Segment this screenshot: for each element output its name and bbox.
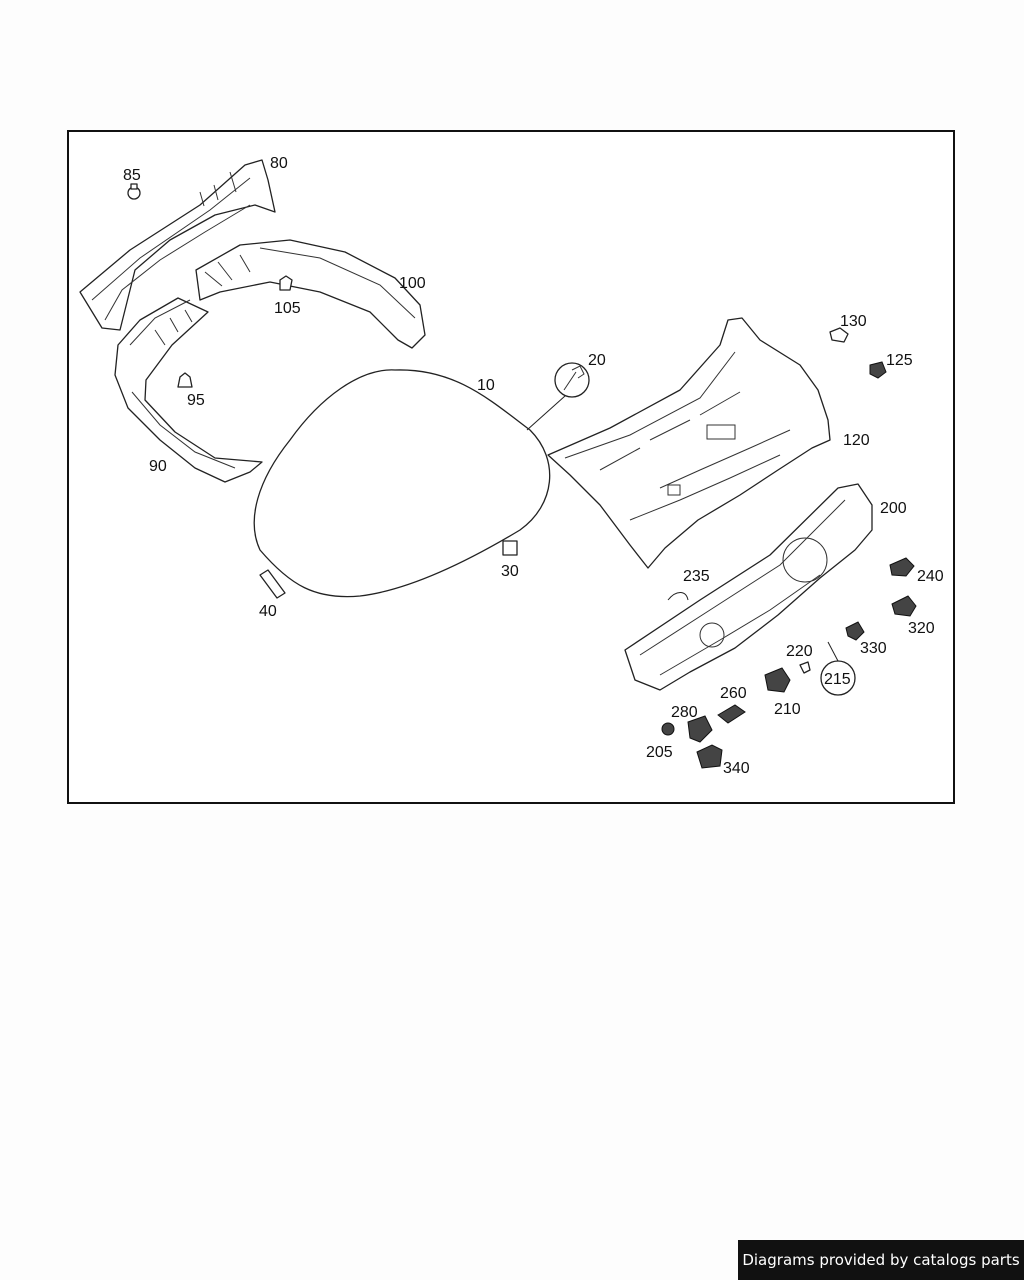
callout-215: 215	[824, 671, 851, 688]
part-40-strip[interactable]	[259, 569, 286, 599]
part-260-bracket[interactable]	[717, 704, 746, 724]
part-240-switch[interactable]	[889, 557, 915, 577]
part-200-lower-trim[interactable]	[624, 483, 873, 691]
part-80-upper-trim[interactable]	[79, 159, 276, 331]
part-210-sensor[interactable]	[764, 667, 791, 693]
callout-200: 200	[880, 500, 907, 517]
footer-credit: Diagrams provided by catalogs parts	[738, 1240, 1024, 1280]
part-85-clip[interactable]	[127, 183, 141, 200]
part-280-module[interactable]	[687, 715, 713, 743]
callout-80: 80	[270, 155, 288, 172]
callout-205: 205	[646, 744, 673, 761]
part-235-hook[interactable]	[667, 592, 689, 601]
callout-120: 120	[843, 432, 870, 449]
part-220-pin[interactable]	[799, 661, 811, 674]
callout-260: 260	[720, 685, 747, 702]
callout-100: 100	[399, 275, 426, 292]
part-340-module[interactable]	[696, 744, 723, 769]
callout-125: 125	[886, 352, 913, 369]
callout-330: 330	[860, 640, 887, 657]
part-90-side-trim[interactable]	[114, 297, 263, 483]
part-215-marker[interactable]	[820, 641, 856, 696]
part-125-clip[interactable]	[869, 361, 887, 379]
part-205-grommet[interactable]	[661, 722, 675, 736]
part-320-switch[interactable]	[891, 595, 917, 617]
part-120-inner-panel[interactable]	[547, 317, 831, 569]
callout-95: 95	[187, 392, 205, 409]
callout-130: 130	[840, 313, 867, 330]
part-105-clip[interactable]	[279, 275, 293, 291]
callout-235: 235	[683, 568, 710, 585]
callout-40: 40	[259, 603, 277, 620]
callout-10: 10	[477, 377, 495, 394]
part-10-rear-glass[interactable]	[253, 369, 551, 598]
tool-20-leader	[526, 362, 590, 431]
part-330-connector[interactable]	[845, 621, 865, 641]
part-130-clip[interactable]	[829, 327, 849, 343]
callout-90: 90	[149, 458, 167, 475]
callout-210: 210	[774, 701, 801, 718]
callout-280: 280	[671, 704, 698, 721]
callout-320: 320	[908, 620, 935, 637]
callout-105: 105	[274, 300, 301, 317]
callout-340: 340	[723, 760, 750, 777]
callout-220: 220	[786, 643, 813, 660]
callout-85: 85	[123, 167, 141, 184]
part-100-spoiler[interactable]	[195, 239, 426, 349]
part-95-clip[interactable]	[177, 372, 193, 388]
callout-20: 20	[588, 352, 606, 369]
callout-240: 240	[917, 568, 944, 585]
callout-30: 30	[501, 563, 519, 580]
part-30-block[interactable]	[502, 540, 518, 556]
